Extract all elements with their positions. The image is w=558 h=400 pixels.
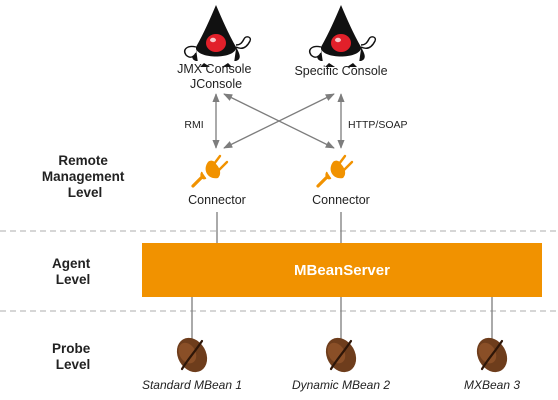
coffee-bean-icon <box>469 331 515 379</box>
connector-right-label: Connector <box>312 193 370 207</box>
level-agent-label: Agent Level <box>52 256 94 287</box>
specific-console-label: Specific Console <box>294 64 387 78</box>
bean-label-standard: Standard MBean 1 <box>142 378 242 392</box>
cross-arrow-up <box>223 93 335 149</box>
level-probe-label: Probe Level <box>52 341 94 372</box>
plug-connector-icon <box>191 154 229 188</box>
mbean-server-label: MBeanServer <box>294 262 390 279</box>
level-remote-label: Remote Management Level <box>42 153 128 200</box>
jmx-console-label: JMX Console JConsole <box>177 62 255 91</box>
duke-mascot-icon <box>309 4 377 68</box>
plug-connector-icon <box>316 154 354 188</box>
bean-label-dynamic: Dynamic MBean 2 <box>292 378 390 392</box>
bean-label-mxbean: MXBean 3 <box>464 378 520 392</box>
rmi-label: RMI <box>184 119 203 131</box>
connector-left-label: Connector <box>188 193 246 207</box>
mbean-server-bar <box>142 243 542 297</box>
duke-mascot-icon <box>184 4 252 68</box>
coffee-bean-icon <box>318 331 364 379</box>
coffee-bean-icon <box>169 331 215 379</box>
http-soap-label: HTTP/SOAP <box>348 119 408 131</box>
